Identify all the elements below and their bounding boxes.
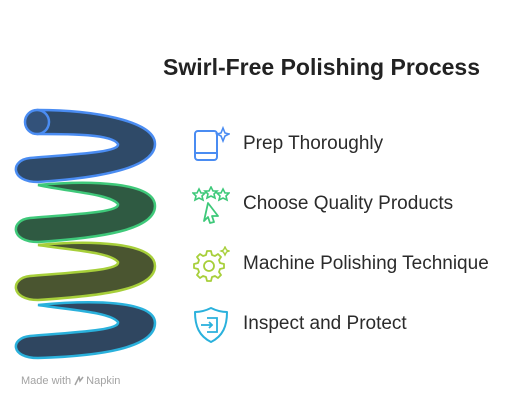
stars-cursor-icon bbox=[192, 186, 230, 224]
step-prep: Prep Thoroughly bbox=[192, 126, 527, 162]
step-label: Inspect and Protect bbox=[243, 313, 407, 334]
step-products: Choose Quality Products bbox=[192, 186, 527, 224]
coil-top-cap bbox=[23, 108, 51, 136]
gear-sparkle-icon bbox=[193, 246, 230, 282]
step-label: Machine Polishing Technique bbox=[243, 253, 489, 274]
step-label: Choose Quality Products bbox=[243, 193, 454, 214]
shield-enter-icon bbox=[194, 307, 228, 343]
tablet-sparkle-icon bbox=[194, 126, 230, 161]
made-with-footer: Made with Napkin bbox=[21, 374, 121, 387]
spring-coil-graphic bbox=[14, 108, 157, 360]
napkin-logo-icon bbox=[74, 374, 84, 386]
coil-segment-2 bbox=[14, 181, 157, 244]
coil-segment-1 bbox=[14, 108, 157, 184]
step-inspect: Inspect and Protect bbox=[192, 306, 527, 343]
coil-segment-3 bbox=[14, 241, 157, 302]
coil-segment-4 bbox=[14, 301, 157, 360]
step-label: Prep Thoroughly bbox=[243, 133, 384, 154]
diagram-title: Swirl-Free Polishing Process bbox=[163, 54, 480, 80]
step-technique: Machine Polishing Technique bbox=[192, 246, 527, 282]
made-with-label: Made with bbox=[21, 375, 72, 387]
napkin-brand-label: Napkin bbox=[86, 375, 121, 387]
